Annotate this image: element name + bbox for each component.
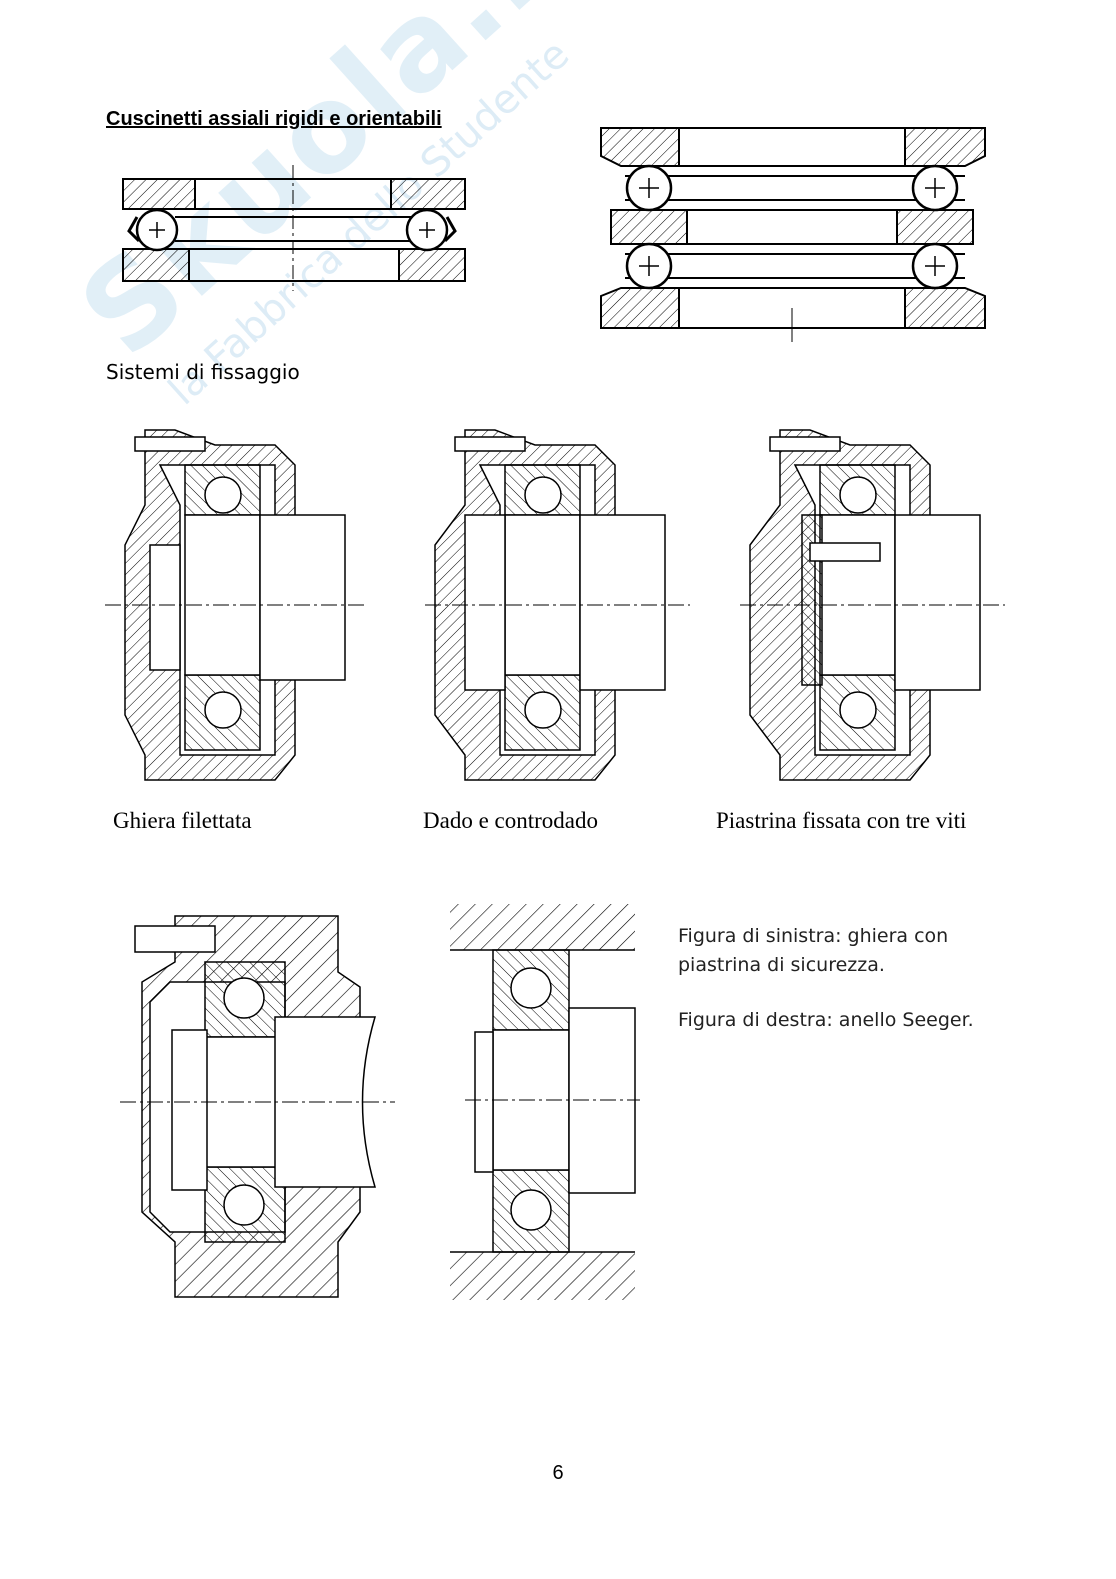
seeger-ring-drawing <box>450 904 640 1300</box>
page-number: 6 <box>552 1462 564 1484</box>
caption-threaded-ring-nut: Ghiera filettata <box>113 808 252 833</box>
fixing-threaded-ring-nut-drawing <box>105 429 365 781</box>
double-thrust-bearing-drawing <box>600 127 986 342</box>
note-lock-washer: Figura di sinistra: ghiera con piastrina… <box>678 925 949 976</box>
note-seeger-ring: Figura di destra: anello Seeger. <box>678 1009 974 1031</box>
single-thrust-bearing-drawing <box>122 165 466 291</box>
fixing-nut-and-locknut-drawing <box>425 429 690 781</box>
section-heading-thrust-bearings: Cuscinetti assiali rigidi e orientabili <box>106 108 442 130</box>
section-heading-fixing-systems: Sistemi di fissaggio <box>106 360 300 384</box>
caption-nut-and-locknut: Dado e controdado <box>423 808 598 833</box>
fixing-plate-three-screws-drawing <box>740 429 1005 781</box>
lock-washer-ring-nut-drawing <box>120 915 395 1298</box>
caption-plate-three-screws: Piastrina fissata con tre viti <box>716 808 967 833</box>
